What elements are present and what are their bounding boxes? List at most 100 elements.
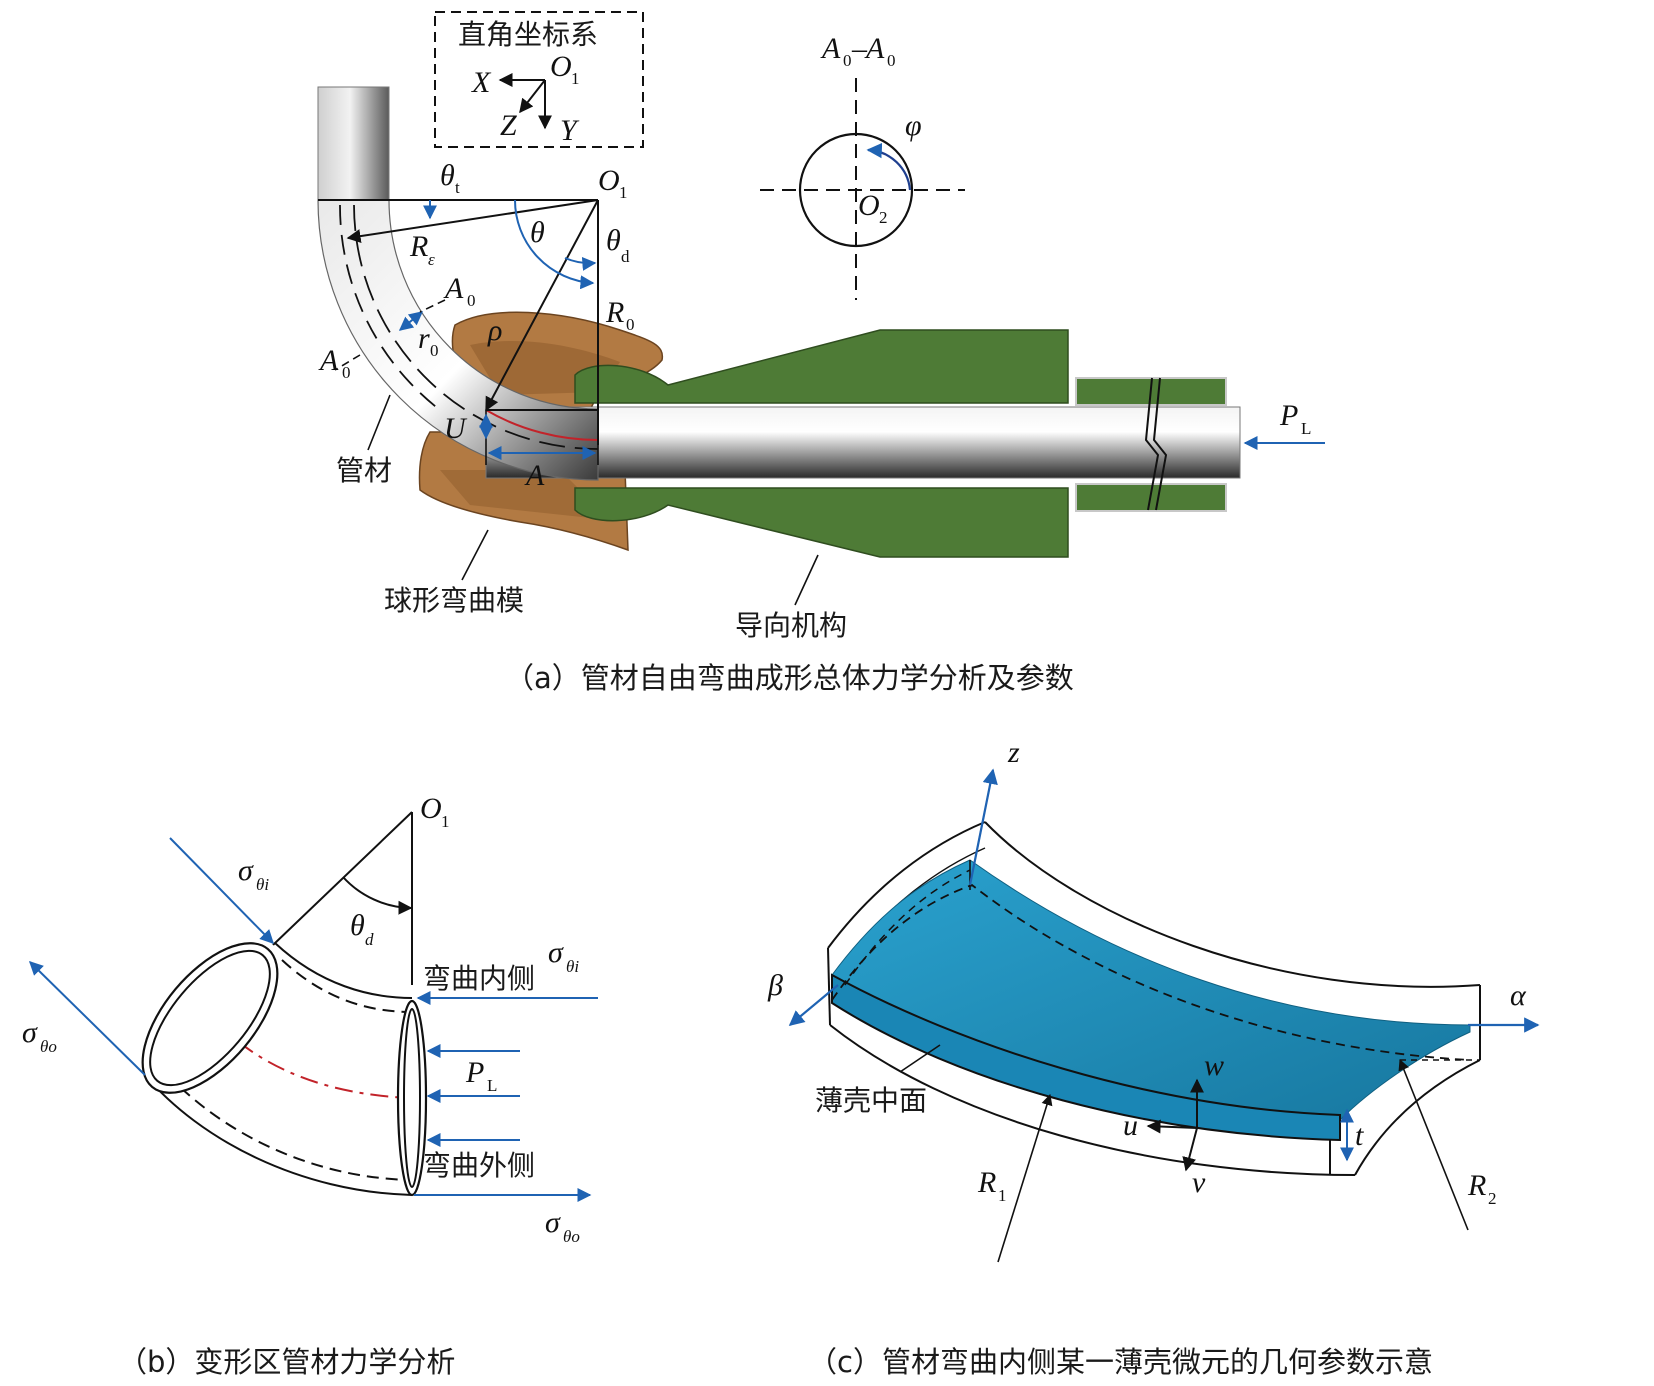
tube-break-mark bbox=[1144, 377, 1160, 511]
r0-big-label: R bbox=[605, 296, 624, 329]
r-eps-sub: ε bbox=[428, 250, 435, 269]
u-label: U bbox=[444, 412, 468, 445]
b-o1-sub: 1 bbox=[441, 812, 450, 831]
a0-upper-sub: 0 bbox=[467, 291, 476, 310]
b-tube-bottom-edge bbox=[144, 1074, 413, 1196]
a0-upper-label: A bbox=[443, 272, 464, 305]
axis-z-arrow bbox=[519, 79, 546, 114]
a-label: A bbox=[524, 459, 545, 492]
tube-outer-dashed bbox=[339, 204, 441, 411]
tube-centerline-dashed bbox=[353, 204, 599, 450]
b-sigma-i-arrow bbox=[169, 837, 274, 944]
axis-z-label: Z bbox=[500, 109, 517, 142]
c-beta-axis bbox=[788, 984, 839, 1026]
c-leader-r2 bbox=[1398, 1058, 1469, 1231]
o2-sub: 2 bbox=[879, 208, 888, 227]
b-label-inner: 弯曲内侧 bbox=[423, 962, 535, 995]
c-outline-left-vertical bbox=[827, 947, 831, 1026]
c-outline-top-right bbox=[984, 821, 1481, 988]
c-w-label: w bbox=[1204, 1049, 1224, 1082]
r0-small-label: r bbox=[418, 322, 430, 355]
a0-lower-sub: 0 bbox=[342, 363, 351, 382]
b-pl-sub: L bbox=[487, 1076, 497, 1095]
c-u-arrow bbox=[1146, 1119, 1198, 1134]
a0-leader-upper bbox=[419, 299, 446, 313]
b-tube-end-left-outer bbox=[141, 942, 279, 1094]
c-r2-sub: 2 bbox=[1488, 1189, 1497, 1208]
guide-upper bbox=[574, 329, 1069, 404]
theta-t-sub: t bbox=[455, 178, 460, 197]
c-v-arrow bbox=[1182, 1127, 1198, 1172]
b-sigma-i-right-sub: θi bbox=[566, 957, 579, 976]
tube-vertical-end bbox=[317, 86, 390, 201]
section-label-a2-sub: 0 bbox=[887, 51, 896, 70]
panel-a: 直角坐标系 X Z Y O 1 A 0 – A 0 φ O 2 bbox=[317, 11, 1325, 695]
b-pl-label: P bbox=[465, 1056, 484, 1089]
tube-break-mark-2 bbox=[1152, 377, 1168, 511]
b-tube-top-dash bbox=[281, 959, 413, 1013]
r-eps-label: R bbox=[409, 230, 428, 263]
label-tube: 管材 bbox=[336, 454, 392, 487]
b-tube-top-edge bbox=[274, 942, 413, 999]
c-outline-right-curve bbox=[1354, 1059, 1481, 1176]
section-label-a-sub: 0 bbox=[843, 51, 852, 70]
section-label-a2: A bbox=[864, 32, 885, 65]
r0-small-sub: 0 bbox=[430, 341, 439, 360]
b-theta-arc bbox=[342, 876, 413, 915]
dim-r0-arrow bbox=[398, 311, 424, 331]
bending-die-lower-shade bbox=[440, 470, 610, 520]
b-tube-end-left-inner bbox=[149, 949, 271, 1087]
c-z-label: z bbox=[1007, 736, 1020, 769]
a0-leader-lower bbox=[334, 354, 361, 371]
b-line-o1-to-tube bbox=[272, 811, 413, 946]
b-tube-end-right-outer bbox=[396, 999, 428, 1197]
b-theta-label: θ bbox=[350, 909, 365, 942]
theta-d-arc bbox=[564, 256, 597, 271]
leader-tube bbox=[367, 394, 391, 451]
o2-label: O bbox=[858, 189, 880, 222]
section-label-dash: – bbox=[851, 32, 868, 65]
caption-c: （c）管材弯曲内侧某一薄壳微元的几何参数示意 bbox=[808, 1345, 1433, 1379]
caption-b: （b）变形区管材力学分析 bbox=[118, 1345, 455, 1379]
c-t-label: t bbox=[1355, 1119, 1364, 1152]
caption-a: （a）管材自由弯曲成形总体力学分析及参数 bbox=[505, 661, 1074, 695]
rotation-arrow-icon bbox=[866, 142, 912, 191]
c-alpha-label: α bbox=[1510, 979, 1527, 1012]
c-u-label: u bbox=[1123, 1109, 1138, 1142]
pl-label: P bbox=[1279, 399, 1298, 432]
coordinate-box-title: 直角坐标系 bbox=[458, 18, 598, 51]
theta-d-sub: d bbox=[621, 247, 630, 266]
axis-x-label: X bbox=[471, 66, 492, 99]
c-label-midsurface: 薄壳中面 bbox=[815, 1084, 927, 1117]
section-circle bbox=[798, 132, 914, 248]
c-mid-dashed-back bbox=[831, 883, 1471, 1061]
c-v-label: v bbox=[1192, 1166, 1206, 1199]
o1-label: O bbox=[598, 164, 620, 197]
c-r1-sub: 1 bbox=[998, 1186, 1007, 1205]
section-label-a: A bbox=[820, 32, 841, 65]
b-sigma-o-right-sub: θo bbox=[563, 1227, 580, 1246]
c-mid-surface bbox=[831, 859, 1471, 1121]
theta-t-label: θ bbox=[440, 159, 455, 192]
a0-lower-label: A bbox=[318, 344, 339, 377]
o1-sub: 1 bbox=[619, 183, 628, 202]
leader-die bbox=[461, 529, 489, 581]
axis-y-label: Y bbox=[560, 114, 580, 147]
c-mid-dashed-edge bbox=[844, 869, 971, 986]
b-o1-label: O bbox=[420, 792, 442, 825]
panel-b: O 1 θ d σ θi σ θo 弯曲内侧 σ θi P L 弯曲外侧 σ θ… bbox=[22, 792, 598, 1379]
b-label-outer: 弯曲外侧 bbox=[423, 1149, 535, 1182]
line-rho bbox=[485, 199, 599, 412]
c-beta-label: β bbox=[767, 969, 783, 1002]
b-theta-sub: d bbox=[365, 930, 374, 949]
c-r2-label: R bbox=[1467, 1169, 1486, 1202]
b-tube-bottom-dash bbox=[154, 1059, 413, 1181]
leader-guide bbox=[794, 554, 819, 606]
c-leader-r1 bbox=[997, 1093, 1053, 1263]
c-outline-top-back bbox=[827, 821, 986, 949]
label-guide: 导向机构 bbox=[735, 609, 847, 642]
coord-origin-sub: 1 bbox=[571, 69, 580, 88]
guide-lower bbox=[574, 487, 1069, 558]
c-outline-front-bottom bbox=[829, 1024, 1356, 1176]
